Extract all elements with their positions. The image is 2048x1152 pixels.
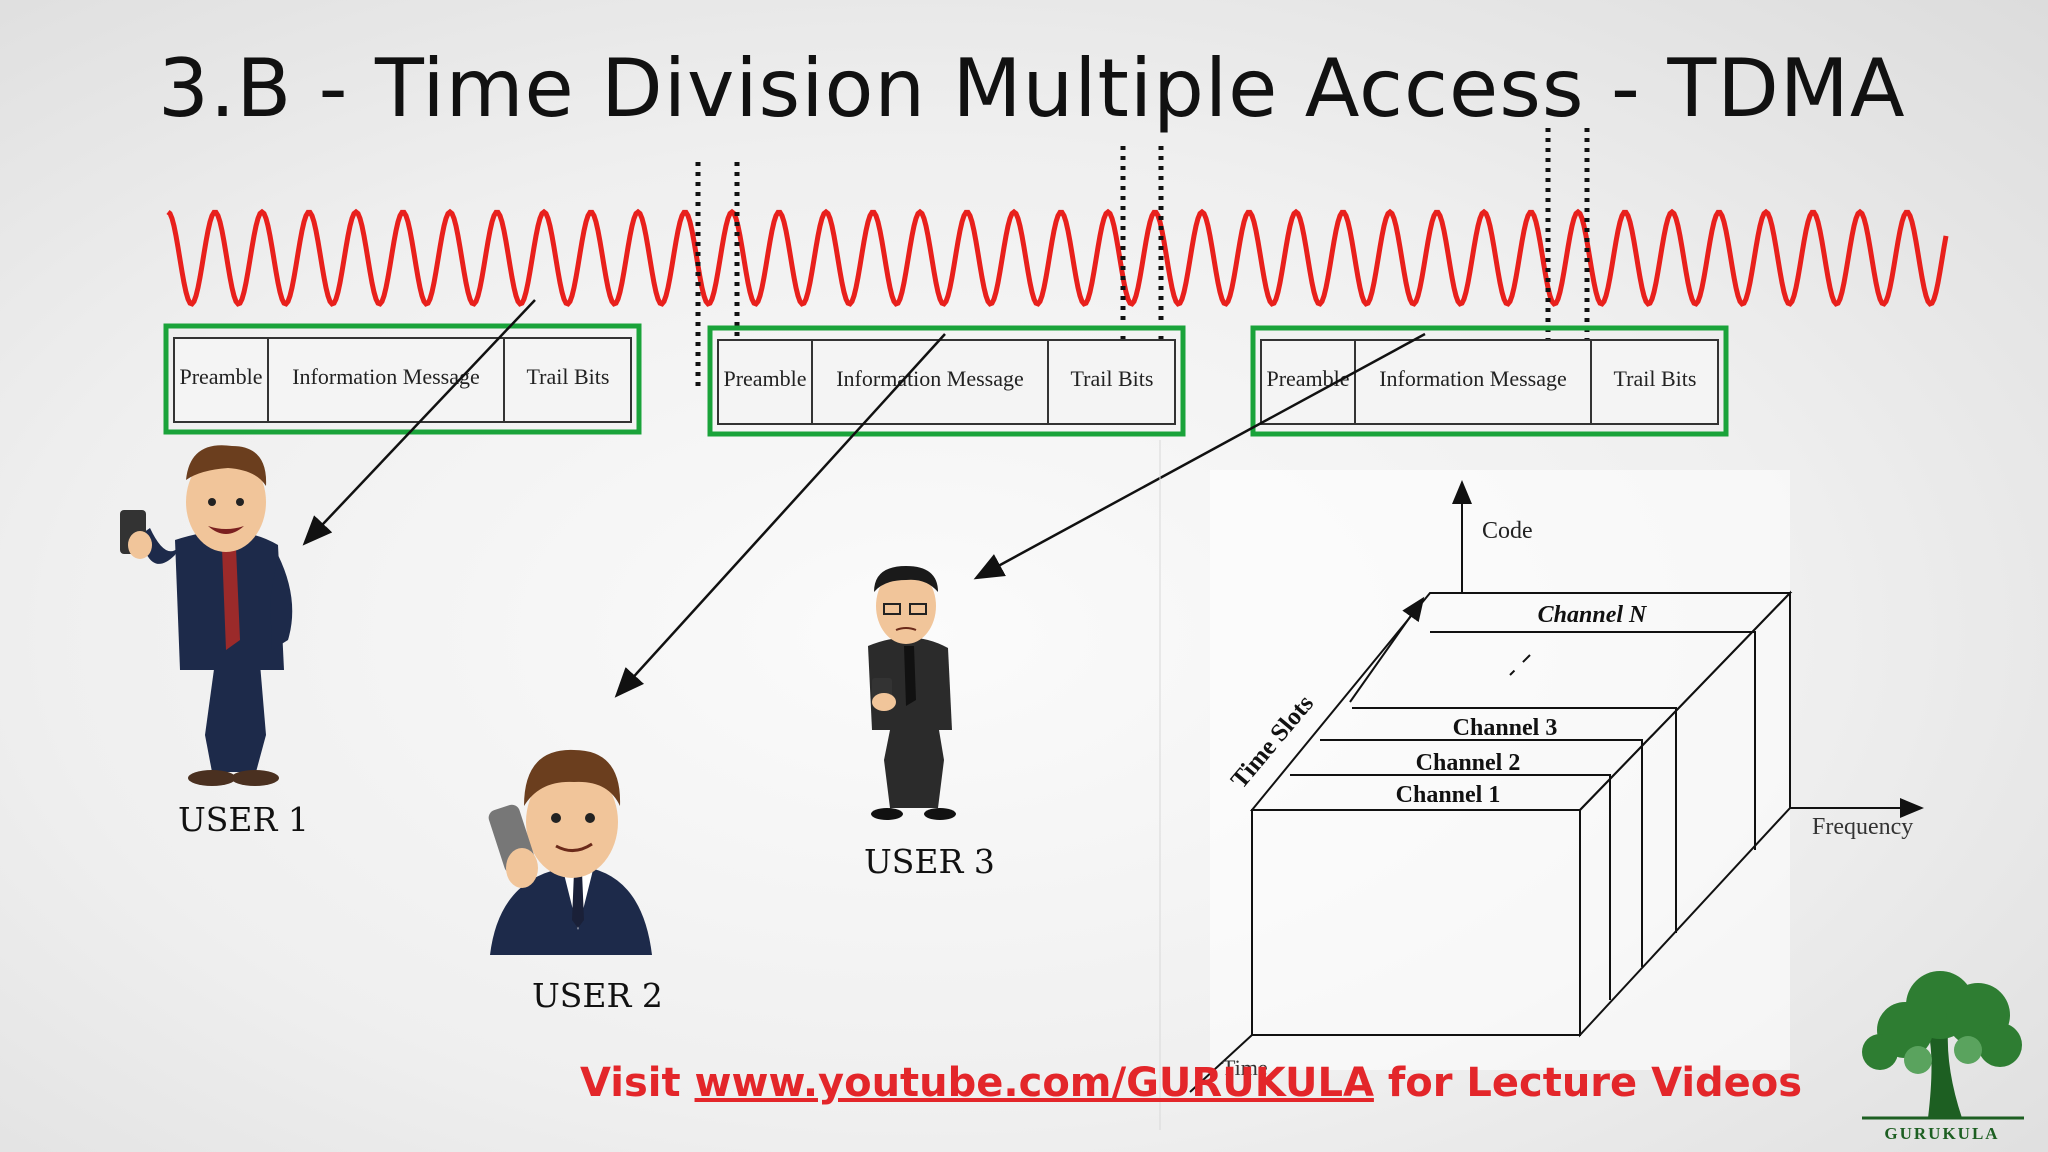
frame-trail-label: Trail Bits — [1071, 366, 1154, 391]
user-3-figure — [868, 566, 956, 820]
user-1-figure — [120, 445, 293, 786]
channel-n-label: Channel N — [1538, 602, 1648, 628]
footer-suffix: for Lecture Videos — [1373, 1060, 1803, 1106]
slot-separators — [695, 128, 1590, 388]
channel-1-label: Channel 1 — [1396, 782, 1501, 808]
frame-info-label: Information Message — [292, 364, 480, 389]
frame-preamble-label: Preamble — [723, 366, 806, 391]
tdma-cube: Code Frequency Time Time Slots Channel N… — [1189, 470, 1924, 1093]
slot-arrows — [302, 299, 1426, 698]
tdma-frame-2: Preamble Information Message Trail Bits — [707, 325, 1186, 437]
user-2-figure — [488, 749, 652, 955]
channel-3-label: Channel 3 — [1453, 715, 1558, 741]
arrow-to-user-3 — [973, 332, 1426, 580]
channel-2-label: Channel 2 — [1416, 750, 1521, 776]
footer-prefix: Visit — [580, 1060, 695, 1106]
frame-info-label: Information Message — [1379, 366, 1567, 391]
user-3-label: USER 3 — [864, 842, 995, 881]
arrow-to-user-2 — [614, 333, 946, 698]
tdma-frame-3: Preamble Information Message Trail Bits — [1250, 325, 1729, 437]
footer-text: Visit www.youtube.com/GURUKULA for Lectu… — [580, 1060, 1802, 1106]
frame-trail-label: Trail Bits — [1614, 366, 1697, 391]
user-2-label: USER 2 — [532, 976, 663, 1015]
footer-url-link[interactable]: www.youtube.com/GURUKULA — [694, 1060, 1374, 1106]
frame-info-label: Information Message — [836, 366, 1024, 391]
gurukula-logo — [1862, 971, 2024, 1120]
frame-preamble-label: Preamble — [1266, 366, 1349, 391]
user-1-label: USER 1 — [178, 800, 309, 839]
arrow-to-user-1 — [302, 299, 536, 546]
frame-preamble-label: Preamble — [179, 364, 262, 389]
slide-title: 3.B - Time Division Multiple Access - TD… — [158, 42, 1906, 135]
frame-trail-label: Trail Bits — [527, 364, 610, 389]
code-axis-label: Code — [1482, 518, 1533, 544]
logo-label: GURUKULA — [1884, 1124, 2000, 1143]
time-axis-label: Time — [1222, 1055, 1268, 1080]
frequency-axis-label: Frequency — [1812, 814, 1913, 840]
carrier-wave — [166, 208, 1949, 307]
time-axis — [1189, 1034, 1253, 1093]
tdma-frame-1: Preamble Information Message Trail Bits — [163, 323, 642, 435]
